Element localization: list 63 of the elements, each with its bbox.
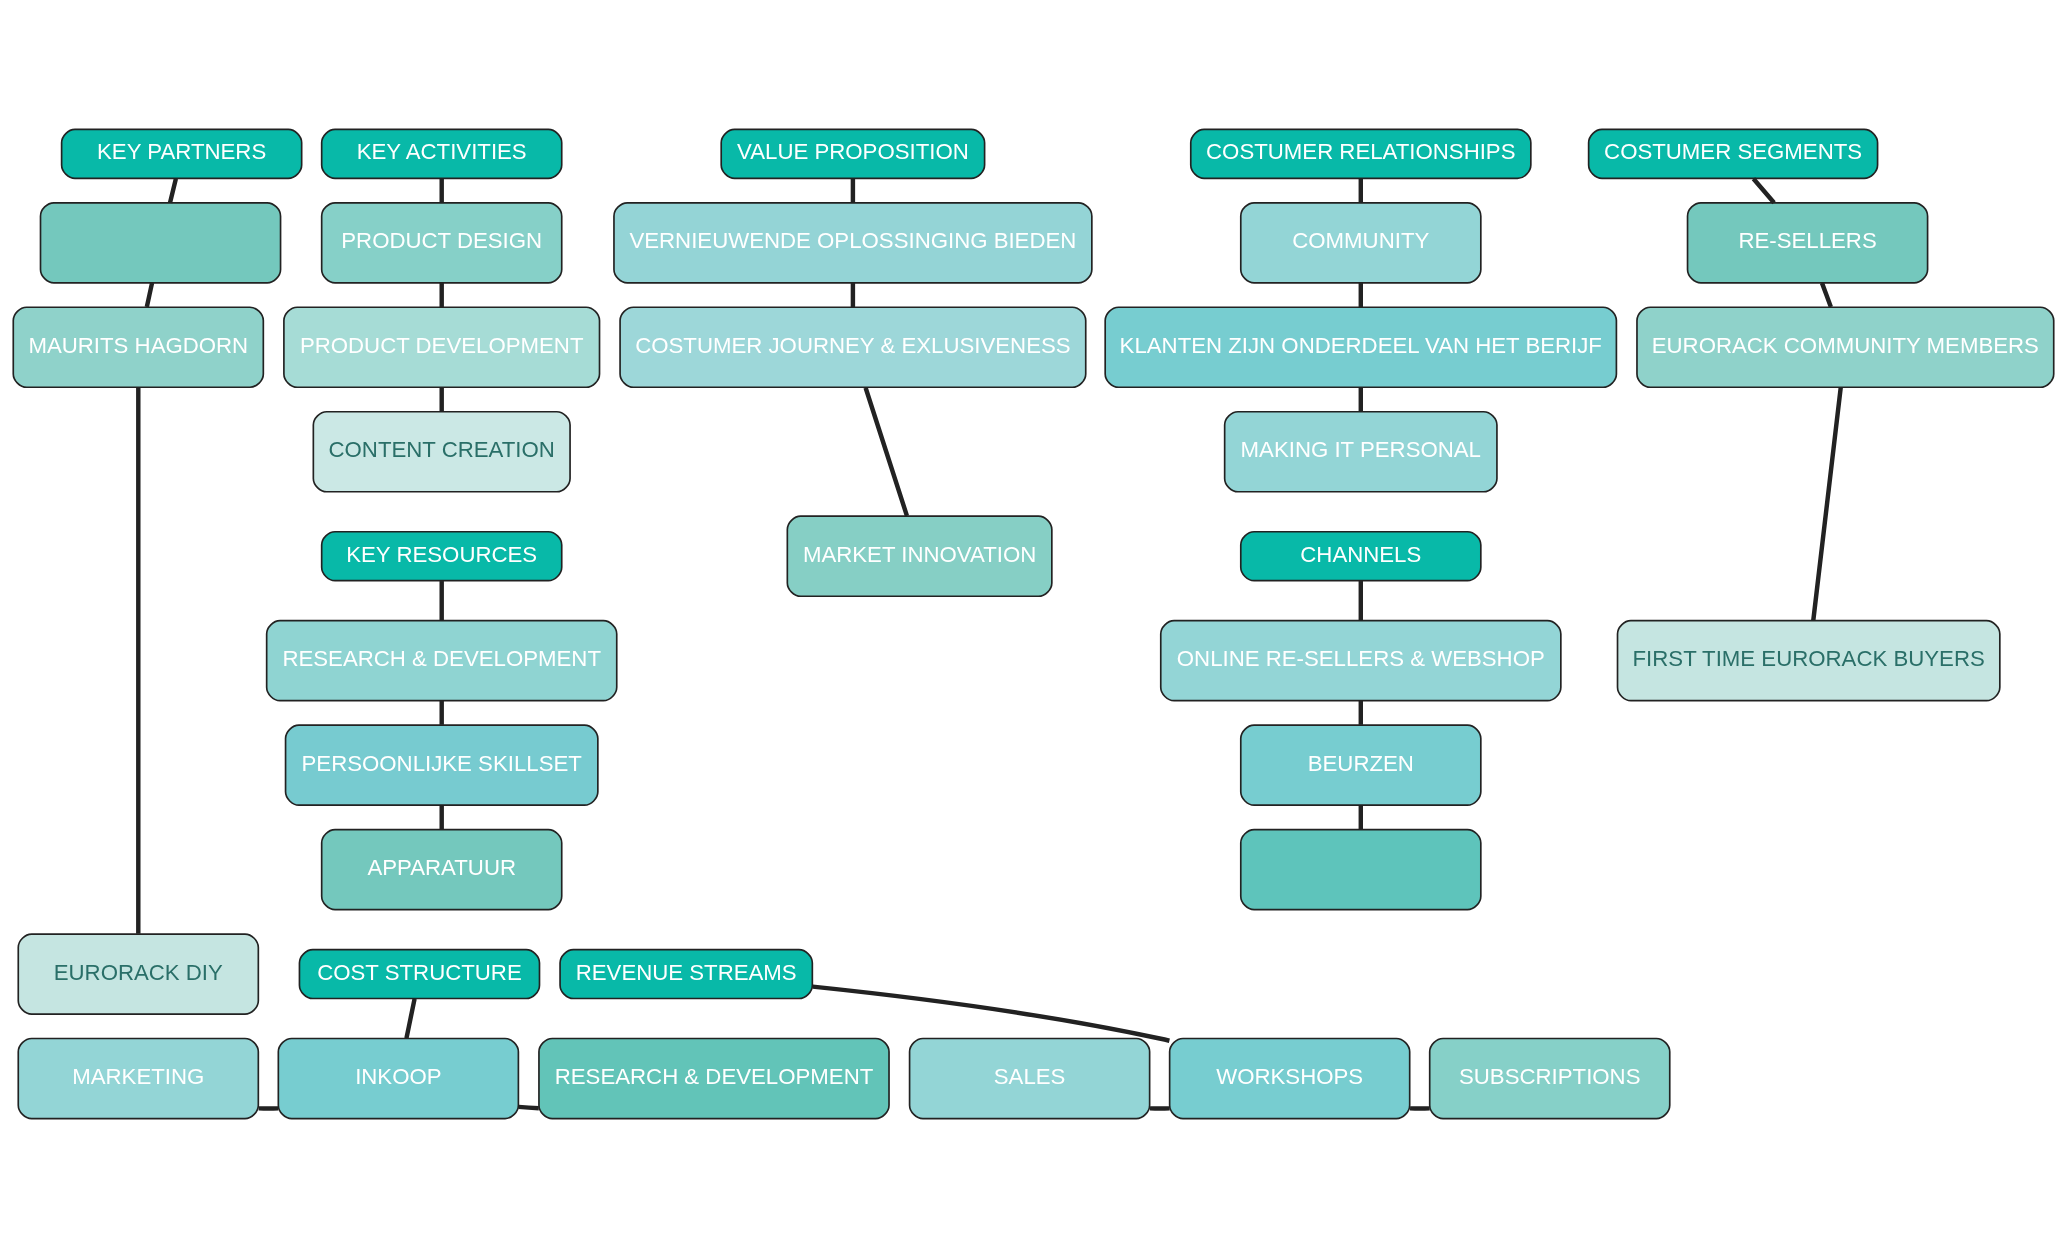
- node-box: VALUE PROPOSITION: [720, 128, 986, 179]
- node-box: COSTUMER SEGMENTS: [1587, 128, 1879, 179]
- node-box: EURORACK COMMUNITY MEMBERS: [1636, 305, 2055, 388]
- connector: [1751, 176, 1776, 204]
- connector: [1358, 282, 1364, 307]
- node-box: CHANNELS: [1239, 530, 1482, 581]
- node-box: PRODUCT DESIGN: [320, 201, 563, 284]
- node-box: CONTENT CREATION: [312, 410, 571, 493]
- connector: [1358, 804, 1364, 829]
- connector: [863, 386, 910, 517]
- connector: [404, 997, 417, 1039]
- node-box: RESEARCH & DEVELOPMENT: [265, 619, 618, 701]
- node-box: MARKETING: [17, 1037, 260, 1119]
- node-box: KEY ACTIVITIES: [320, 128, 563, 179]
- node-box: COMMUNITY: [1239, 201, 1482, 284]
- node-box: PRODUCT DEVELOPMENT: [283, 305, 601, 388]
- connector: [1358, 178, 1364, 203]
- node-box: [1239, 828, 1482, 910]
- node-box: EURORACK DIY: [17, 932, 260, 1015]
- connector: [850, 178, 856, 203]
- connector: [1358, 386, 1364, 411]
- connector: [812, 983, 1170, 1043]
- connector: [1819, 281, 1833, 308]
- node-box: BEURZEN: [1239, 723, 1482, 806]
- node-box: ONLINE RE-SELLERS & WEBSHOP: [1159, 619, 1562, 701]
- node-box: SUBSCRIPTIONS: [1428, 1037, 1671, 1119]
- connector: [439, 700, 444, 725]
- connector: [518, 1104, 539, 1110]
- node-box: INKOOP: [277, 1037, 520, 1119]
- node-box: COSTUMER RELATIONSHIPS: [1189, 128, 1532, 179]
- node-box: KEY PARTNERS: [60, 128, 303, 179]
- node-box: REVENUE STREAMS: [559, 948, 814, 999]
- connector: [1358, 580, 1364, 620]
- connector: [439, 386, 444, 411]
- node-box: VERNIEUWENDE OPLOSSINGING BIEDEN: [613, 201, 1093, 284]
- node-box: MAURITS HAGDORN: [12, 305, 265, 388]
- node-box: COST STRUCTURE: [298, 948, 541, 999]
- node-box: COSTUMER JOURNEY & EXLUSIVENESS: [619, 305, 1087, 388]
- connector: [258, 1105, 279, 1111]
- connector: [439, 580, 444, 620]
- node-box: KLANTEN ZIJN ONDERDEEL VAN HET BERIJF: [1104, 305, 1618, 388]
- node-box: KEY RESOURCES: [320, 530, 563, 581]
- node-box: PERSOONLIJKE SKILLSET: [284, 723, 599, 806]
- connector: [144, 281, 155, 307]
- node-box: MARKET INNOVATION: [786, 514, 1053, 597]
- node-box: FIRST TIME EURORACK BUYERS: [1616, 619, 2001, 701]
- connector: [1410, 1105, 1430, 1111]
- connector: [1149, 1105, 1170, 1111]
- connector: [439, 178, 444, 203]
- node-box: [39, 201, 282, 284]
- node-box: SALES: [908, 1037, 1151, 1119]
- connector: [439, 804, 444, 829]
- node-box: MAKING IT PERSONAL: [1223, 410, 1498, 493]
- connector: [439, 282, 444, 307]
- connector: [1811, 386, 1843, 621]
- node-box: RESEARCH & DEVELOPMENT: [538, 1037, 890, 1119]
- node-box: RE-SELLERS: [1686, 201, 1929, 284]
- connector: [850, 282, 856, 307]
- connector: [136, 387, 141, 934]
- connector: [167, 177, 179, 203]
- node-box: WORKSHOPS: [1168, 1037, 1411, 1119]
- node-box: APPARATUUR: [320, 828, 563, 910]
- connector: [1358, 700, 1364, 725]
